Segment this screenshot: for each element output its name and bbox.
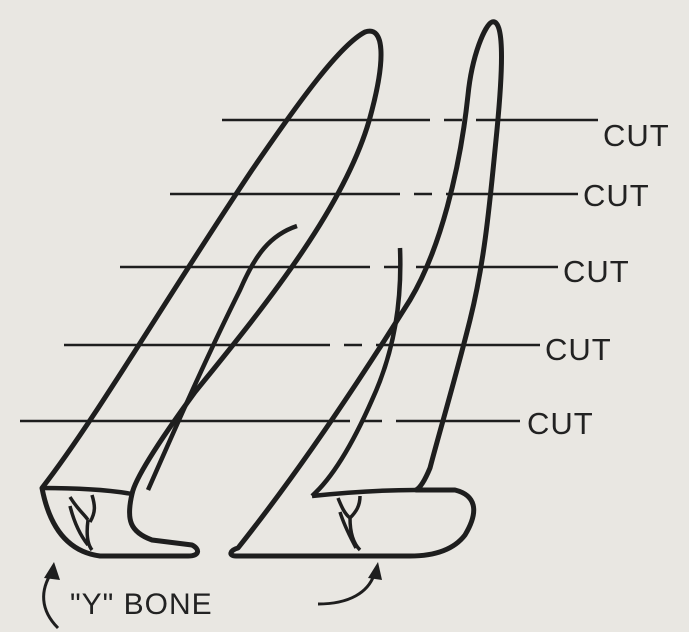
left-pointer-arrow (44, 572, 58, 628)
cut-label-4: CUT (545, 334, 612, 365)
cut-label-3: CUT (563, 256, 630, 287)
left-y-bone (70, 495, 94, 550)
cut-lines (20, 120, 598, 421)
left-fillet-end-face (42, 488, 132, 494)
left-arrowhead (44, 562, 60, 580)
cut-label-1: CUT (603, 120, 670, 151)
right-y-bone (338, 496, 360, 550)
y-bone-label: "Y" BONE (70, 590, 213, 620)
cut-label-5: CUT (527, 408, 594, 439)
right-pointer-arrow (318, 575, 374, 604)
cut-label-2: CUT (583, 180, 650, 211)
right-fillet-end-face (312, 490, 416, 496)
right-arrowhead (368, 562, 382, 580)
right-fillet-ridge (312, 248, 400, 496)
right-fillet-outline (231, 22, 502, 556)
